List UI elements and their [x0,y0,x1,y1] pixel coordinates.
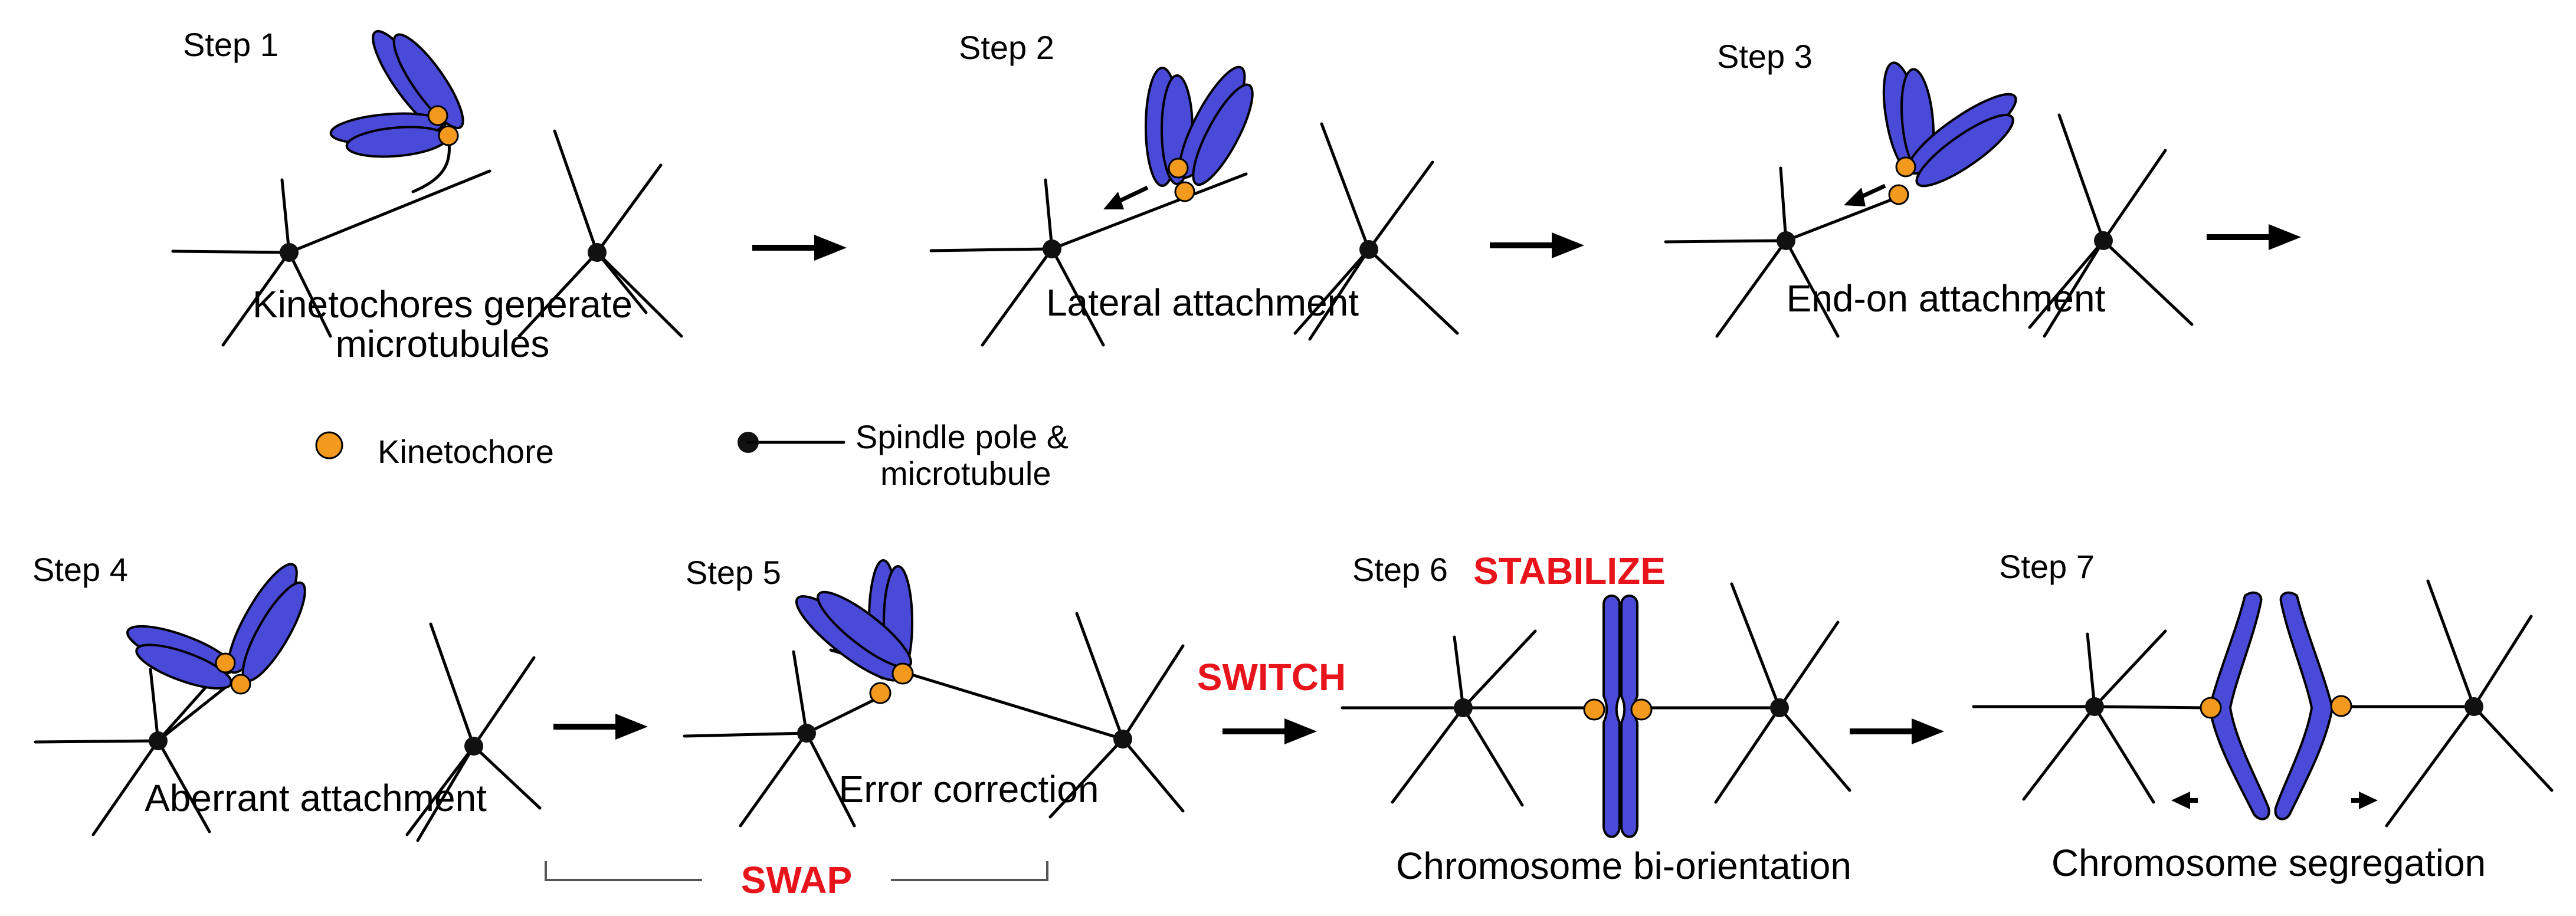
kinetochore-icon [230,674,251,695]
swap-bracket: SWAP [545,859,1048,901]
legend-spindle-label-line-1: Spindle pole & [856,418,1069,455]
step-1-spindle-pole-left [171,169,491,347]
spindle-pole-icon [797,724,816,743]
right-arrow-icon [1850,718,1944,744]
right-arrow-icon [2207,224,2301,250]
step-7-caption: Chromosome segregation [2051,842,2486,884]
legend-kinetochore-label: Kinetochore [378,433,554,470]
kinetochore-icon [215,652,236,674]
spindle-pole-icon [1777,231,1795,250]
step-4-spindle-pole-right [405,622,542,842]
swap-label: SWAP [741,859,852,901]
step-1-caption-line-1: Kinetochores generate [253,283,632,326]
step-1-label: Step 1 [183,26,278,63]
kinetochore-icon [2200,697,2222,719]
step-4-spindle-pole-left [34,638,250,836]
switch-label: SWITCH [1197,656,1346,698]
step-3-label: Step 3 [1717,38,1813,75]
step-3-spindle-pole-right [2028,113,2194,338]
step-3-spindle-pole-left [1664,166,1899,338]
kinetochore-icon [1583,698,1605,721]
step-5-caption: Error correction [839,768,1099,810]
step-6-chromosome [1583,595,1653,838]
spindle-pole-icon [1359,240,1378,259]
legend-spindle: Spindle pole & microtubule [738,418,1069,492]
step-7-spindle-pole-left [1972,629,2208,804]
spindle-pole-icon [280,243,299,262]
step-5-chromosome [795,559,914,704]
step-2-label: Step 2 [959,29,1054,66]
step-7-label: Step 7 [1999,548,2095,585]
step-7-spindle-pole-right [2341,579,2554,828]
step-2-spindle-pole-right [1293,122,1459,341]
step-5-spindle-pole-left [683,650,884,828]
step-3-caption: End-on attachment [1787,277,2106,320]
kinetochore-icon [1888,184,1909,205]
step-7-chromosome-right [2274,591,2378,820]
step-6-caption: Chromosome bi-orientation [1396,845,1851,887]
step-3-chromosome [1844,61,2017,206]
step-4-caption: Aberrant attachment [145,777,487,819]
step-7-chromosome-left [2171,591,2270,820]
spindle-pole-icon [2085,697,2104,716]
step-4-chromosome [126,563,306,695]
right-arrow-icon [1490,232,1584,258]
step-2-chromosome [1103,65,1254,209]
step-1-caption-line-2: microtubules [336,323,550,365]
legend-spindle-label-line-2: microtubule [880,455,1051,492]
kinetochore-icon [438,125,459,146]
kinetochore-icon [869,682,892,704]
step-6-spindle-pole-left [1341,629,1595,807]
kinetochore-icon [1630,698,1653,721]
step-1-chromosome [329,30,464,193]
spindle-pole-icon [464,737,483,756]
spindle-pole-icon [149,731,168,750]
step-6-spindle-pole-right [1641,582,1851,804]
kinetochore-icon [427,105,448,126]
step-5-label: Step 5 [686,554,781,591]
kinetochore-icon [2330,695,2352,717]
spindle-pole-icon [1043,239,1061,258]
spindle-pole-icon [1113,730,1132,748]
kinetochore-icon [315,431,343,459]
step-2-caption: Lateral attachment [1046,281,1359,324]
right-arrow-icon [553,714,648,740]
legend-kinetochore: Kinetochore [315,431,554,470]
step-6-label: Step 6 [1352,551,1448,588]
right-arrow-icon [1223,718,1317,744]
kinetochore-icon [892,662,914,685]
kinetochore-icon [1168,157,1189,179]
step-1-spindle-pole-right [517,129,683,338]
step-2-spindle-pole-left [929,172,1248,347]
spindle-pole-icon [588,243,607,262]
spindle-pole-icon [2464,697,2483,716]
right-arrow-icon [752,235,847,261]
step-4-label: Step 4 [32,551,128,588]
kinetochore-icon [1174,181,1195,202]
spindle-pole-icon [1770,698,1789,717]
kinetochore-icon [1895,156,1916,178]
spindle-pole-icon [2094,231,2113,250]
spindle-pole-icon [1454,698,1473,717]
stabilize-label: STABILIZE [1473,550,1666,592]
